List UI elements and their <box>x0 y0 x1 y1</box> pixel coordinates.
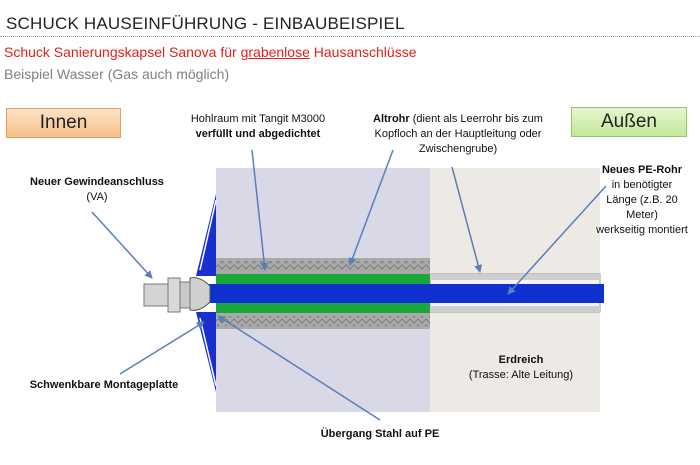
label-altrohr-line2: Kopfloch an der Hauptleitung oder <box>374 128 542 140</box>
mounting-plate-top <box>196 194 216 276</box>
label-hohlraum-line2: verfüllt und abgedichtet <box>195 128 321 140</box>
label-gewinde-line2: (VA) <box>86 191 108 203</box>
label-montageplatte: Schwenkbare Montageplatte <box>29 379 179 391</box>
subtitle-secondary: Beispiel Wasser (Gas auch möglich) <box>4 66 230 82</box>
thread-connector-body <box>143 283 171 307</box>
title-divider <box>0 36 700 37</box>
arrow-pe-rohr <box>507 185 607 295</box>
plate-edge-top <box>199 199 217 271</box>
thread-top <box>216 261 430 271</box>
label-erdreich-line2: (Trasse: Alte Leitung) <box>468 369 574 381</box>
outside-label-box: Außen <box>571 107 687 137</box>
arrow-gewinde <box>91 211 153 279</box>
plate-edge-bottom <box>199 317 217 387</box>
thread-connector-hex <box>167 277 181 313</box>
arrow-altrohr-soil <box>451 166 483 273</box>
label-altrohr-rest: (dient als Leerrohr bis zum <box>409 113 543 125</box>
label-gewinde-line1: Neuer Gewindeanschluss <box>30 176 164 188</box>
label-pe-line1: Neues PE-Rohr <box>601 164 683 176</box>
page-title: SCHUCK HAUSEINFÜHRUNG - EINBAUBEISPIEL <box>6 14 405 33</box>
mounting-plate-bottom <box>196 312 216 392</box>
label-pe-line2: in benötigter <box>611 179 673 191</box>
old-pipe-soil-top <box>430 274 600 280</box>
transition-piece <box>189 277 211 311</box>
label-altrohr-line3: Zwischengrube) <box>418 143 498 155</box>
subtitle-underlined: grabenlose <box>240 44 310 60</box>
label-pe-line5: werkseitig montiert <box>596 224 688 236</box>
label-altrohr: Altrohr (dient als Leerrohr bis zum Kopf… <box>352 112 564 157</box>
arrow-hohlraum <box>251 149 269 271</box>
label-erdreich-line1: Erdreich <box>498 354 544 366</box>
thread-connector-nut <box>179 281 191 309</box>
arrow-montageplatte <box>119 321 205 375</box>
label-pe-rohr: Neues PE-Rohr in benötigter Länge (z.B. … <box>586 163 698 238</box>
subtitle: Schuck Sanierungskapsel Sanova für grabe… <box>4 44 417 60</box>
label-erdreich: Erdreich (Trasse: Alte Leitung) <box>450 353 592 383</box>
label-altrohr-bold: Altrohr <box>373 113 410 125</box>
old-pipe-soil-bottom <box>430 306 600 312</box>
new-pe-pipe <box>190 284 604 303</box>
label-hohlraum: Hohlraum mit Tangit M3000 verfüllt und a… <box>168 112 348 142</box>
label-pe-line3: Länge (z.B. 20 <box>606 194 678 206</box>
arrow-altrohr <box>348 149 394 266</box>
label-uebergang: Übergang Stahl auf PE <box>320 428 440 440</box>
subtitle-part-1: Schuck Sanierungskapsel Sanova für <box>4 44 241 60</box>
filler-green-bottom <box>216 303 430 313</box>
label-hohlraum-line1: Hohlraum mit Tangit M3000 <box>190 113 326 125</box>
thread-bottom <box>216 316 430 326</box>
arrow-uebergang <box>217 315 381 421</box>
inside-label-box: Innen <box>6 108 121 138</box>
filler-green-top <box>216 274 430 284</box>
label-pe-line4: Meter) <box>626 209 658 221</box>
subtitle-part-2: Hausanschlüsse <box>309 44 417 60</box>
label-gewindeanschluss: Neuer Gewindeanschluss (VA) <box>22 175 172 205</box>
